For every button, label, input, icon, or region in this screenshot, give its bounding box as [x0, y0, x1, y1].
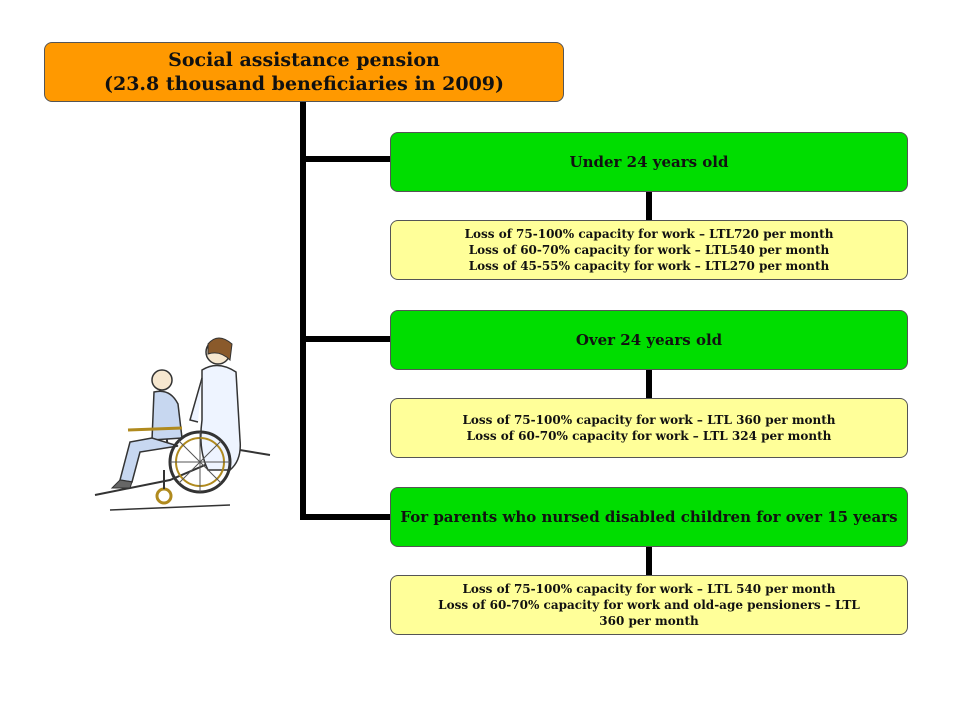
link-line-under-24: [646, 190, 652, 220]
root-node-social-assistance-pension: Social assistance pension (23.8 thousand…: [44, 42, 564, 102]
heading-node-parents: For parents who nursed disabled children…: [390, 487, 908, 547]
wheelchair-caregiver-illustration: [94, 337, 271, 511]
heading-label: Under 24 years old: [569, 153, 729, 171]
link-line-over-24: [646, 370, 652, 398]
heading-label: For parents who nursed disabled children…: [400, 508, 898, 526]
link-line-parents: [646, 546, 652, 576]
root-title-line2: (23.8 thousand beneficiaries in 2009): [103, 73, 504, 95]
heading-node-under-24: Under 24 years old: [390, 132, 908, 192]
heading-node-over-24: Over 24 years old: [390, 310, 908, 370]
detail-line: Loss of 45-55% capacity for work – LTL27…: [468, 259, 830, 273]
detail-line: Loss of 75-100% capacity for work – LTL7…: [464, 227, 834, 241]
detail-node-over-24: Loss of 75-100% capacity for work – LTL …: [390, 398, 908, 458]
detail-line: Loss of 60-70% capacity for work – LTL54…: [468, 243, 830, 257]
detail-node-parents: Loss of 75-100% capacity for work – LTL …: [390, 575, 908, 635]
heading-label: Over 24 years old: [575, 331, 723, 349]
trunk-line: [300, 102, 306, 520]
detail-line: Loss of 75-100% capacity for work – LTL …: [462, 582, 836, 596]
root-title-line1: Social assistance pension: [168, 49, 440, 71]
detail-line: Loss of 60-70% capacity for work – LTL 3…: [466, 429, 832, 443]
branch-line-parents: [300, 514, 390, 520]
detail-line: 360 per month: [599, 614, 699, 628]
branch-line-under-24: [300, 156, 390, 162]
branch-line-over-24: [300, 336, 390, 342]
detail-node-under-24: Loss of 75-100% capacity for work – LTL7…: [390, 220, 908, 280]
detail-line: Loss of 60-70% capacity for work and old…: [438, 598, 860, 612]
detail-line: Loss of 75-100% capacity for work – LTL …: [462, 413, 836, 427]
